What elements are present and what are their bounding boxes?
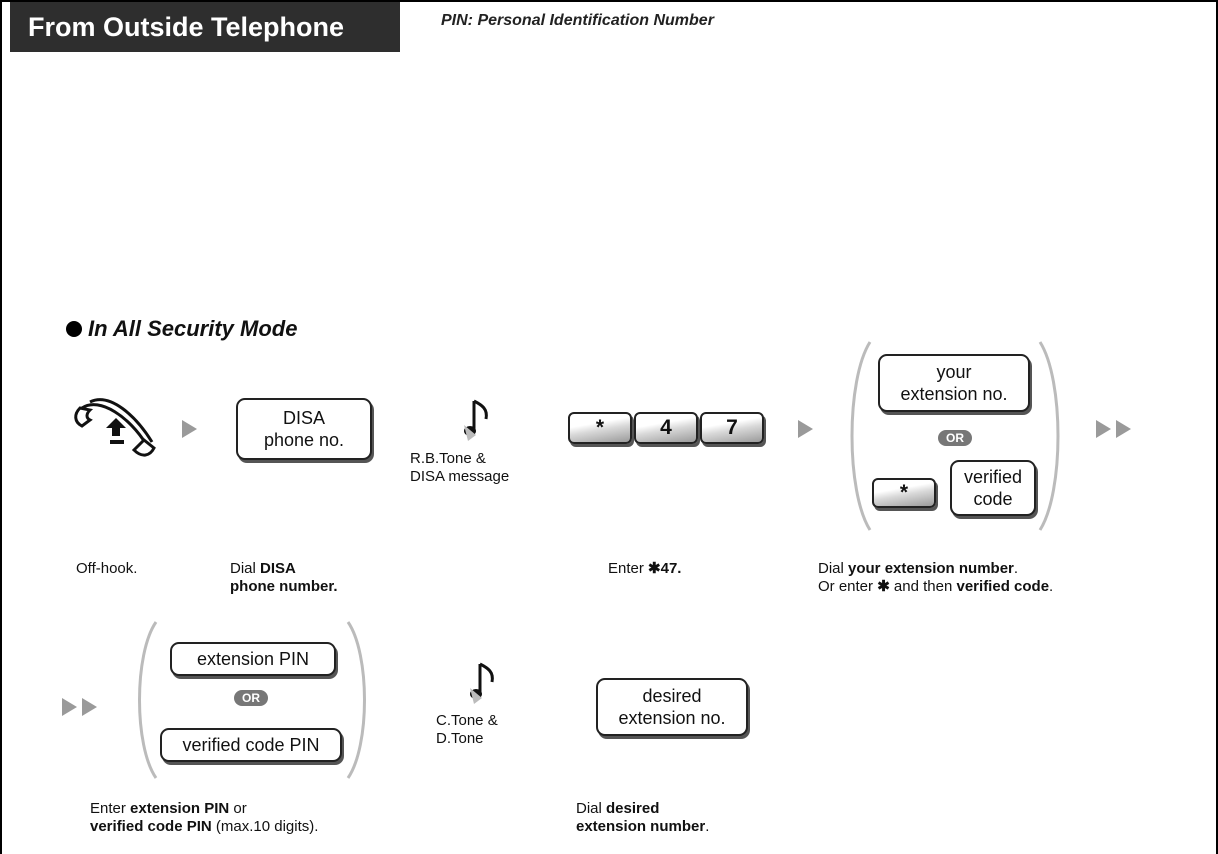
caption-bold: phone number. xyxy=(230,578,338,595)
verified-code-key: verified code xyxy=(950,460,1036,516)
section-title: From Outside Telephone xyxy=(10,2,400,52)
caption-text: (max.10 digits). xyxy=(211,818,319,835)
caption-off-hook: Off-hook. xyxy=(76,560,138,577)
caption-bold: ✱ xyxy=(877,578,890,595)
four-key: 4 xyxy=(634,412,698,444)
caption-dial-extension: Dial your extension number. Or enter ✱ a… xyxy=(818,560,1053,596)
caption-dial-desired: Dial desired extension number. xyxy=(576,800,709,836)
mode-heading-label: In All Security Mode xyxy=(88,316,298,341)
rb-tone-note: R.B.Tone & DISA message xyxy=(410,450,510,485)
caption-dial-disa: Dial DISA phone number. xyxy=(230,560,338,596)
off-hook-handset-icon xyxy=(74,398,156,457)
step-arrow-icon xyxy=(798,420,813,438)
seven-key: 7 xyxy=(700,412,764,444)
frame-right-border xyxy=(1216,0,1218,854)
caption-text: Dial xyxy=(576,800,607,817)
caption-text: Enter xyxy=(608,560,649,577)
caption-text: Dial xyxy=(230,560,261,577)
caption-bold: extension number xyxy=(576,818,706,835)
caption-text: . xyxy=(705,818,710,835)
caption-text: and then xyxy=(889,578,957,595)
caption-enter-47: Enter ✱47. xyxy=(608,560,681,578)
caption-bold: DISA xyxy=(260,560,296,577)
continue-arrow-icon xyxy=(1116,420,1131,438)
tone-note-icon xyxy=(464,399,488,441)
desired-extension-no-key: desired extension no. xyxy=(596,678,748,736)
left-paren-icon xyxy=(850,341,872,531)
caption-text: . xyxy=(1013,560,1019,577)
your-extension-no-key: your extension no. xyxy=(878,354,1030,412)
step-arrow-icon xyxy=(182,420,197,438)
disa-phone-no-key: DISA phone no. xyxy=(236,398,372,460)
extension-pin-key: extension PIN xyxy=(170,642,336,676)
star-key: * xyxy=(568,412,632,444)
star-key: * xyxy=(872,478,936,508)
caption-bold: verified code PIN xyxy=(90,818,212,835)
bullet-icon xyxy=(66,321,82,337)
frame-left-border xyxy=(0,0,2,854)
caption-text: . xyxy=(1049,578,1054,595)
caption-bold: desired xyxy=(606,800,660,817)
caption-text: Dial xyxy=(818,560,849,577)
or-badge: OR xyxy=(938,430,972,446)
continue-arrow-icon xyxy=(62,698,77,716)
caption-text: or xyxy=(229,800,247,817)
right-paren-icon xyxy=(1038,341,1060,531)
pin-definition-note: PIN: Personal Identification Number xyxy=(441,12,714,29)
right-paren-icon xyxy=(346,621,366,779)
continue-arrow-icon xyxy=(1096,420,1111,438)
caption-bold: extension PIN xyxy=(130,800,230,817)
mode-heading: In All Security Mode xyxy=(66,316,297,342)
or-badge: OR xyxy=(234,690,268,706)
caption-bold: your extension number xyxy=(848,560,1014,577)
caption-bold: verified code xyxy=(956,578,1050,595)
caption-text: Enter xyxy=(90,800,131,817)
caption-enter-pin: Enter extension PIN or verified code PIN… xyxy=(90,800,318,836)
left-paren-icon xyxy=(138,621,158,779)
continue-arrow-icon xyxy=(82,698,97,716)
verified-code-pin-key: verified code PIN xyxy=(160,728,342,762)
c-tone-note: C.Tone & D.Tone xyxy=(436,712,498,747)
caption-text: Or enter xyxy=(818,578,878,595)
frame-top-border xyxy=(0,0,1218,2)
caption-bold: ✱47. xyxy=(648,560,682,577)
tone-note-icon xyxy=(470,662,494,704)
